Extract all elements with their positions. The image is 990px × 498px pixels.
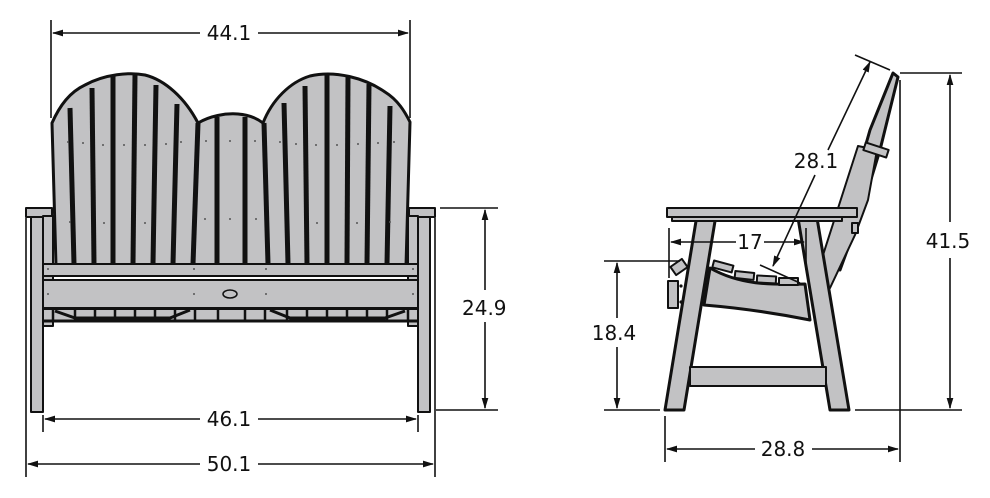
side-back-bolt	[851, 222, 859, 234]
side-seat-slats	[711, 259, 799, 286]
dim-seat-height: 18.4	[592, 260, 680, 411]
left-armrest	[25, 207, 53, 218]
side-stretcher	[689, 366, 827, 387]
front-left-leg	[30, 215, 44, 413]
side-seat-front-cap	[669, 257, 689, 277]
dim-label-18-4: 18.4	[592, 321, 637, 345]
front-view: 44.1 24.9 46.1 50.1	[25, 20, 507, 477]
dim-seat-depth: 17	[668, 228, 807, 278]
backrest	[50, 72, 412, 268]
dim-backrest-length: 28.1	[759, 54, 891, 284]
dim-label-46-1: 46.1	[207, 407, 252, 431]
dim-label-17: 17	[737, 230, 762, 254]
dim-label-28-1: 28.1	[794, 149, 839, 173]
backrest-slats	[67, 74, 393, 265]
dim-label-50-1: 50.1	[207, 452, 252, 476]
dim-label-44-1: 44.1	[207, 21, 252, 45]
side-back-cleat	[862, 141, 890, 159]
dim-arm-height: 24.9	[436, 207, 507, 411]
right-armrest	[408, 207, 436, 218]
dim-backrest-width: 44.1	[50, 20, 411, 118]
side-armrest	[666, 207, 858, 218]
dim-overall-width: 50.1	[25, 218, 436, 477]
seat-underside-braces	[43, 308, 418, 323]
side-seat-frame	[702, 266, 812, 322]
dim-label-24-9: 24.9	[462, 296, 507, 320]
dim-overall-height: 41.5	[855, 72, 971, 411]
side-view: 28.1 17 18.4 41.5	[592, 54, 971, 462]
backrest-screws	[67, 140, 395, 224]
seat-top-rail	[42, 263, 419, 277]
dim-overall-depth: 28.8	[664, 80, 901, 462]
dim-label-41-5: 41.5	[926, 229, 971, 253]
side-armrest-under	[671, 216, 843, 222]
dim-inner-width: 46.1	[42, 407, 419, 432]
apron-emblem	[222, 289, 238, 299]
front-right-leg	[417, 215, 431, 413]
dim-label-28-8: 28.8	[761, 437, 806, 461]
side-seat-front-trim	[667, 280, 679, 309]
seat-apron	[42, 279, 419, 309]
